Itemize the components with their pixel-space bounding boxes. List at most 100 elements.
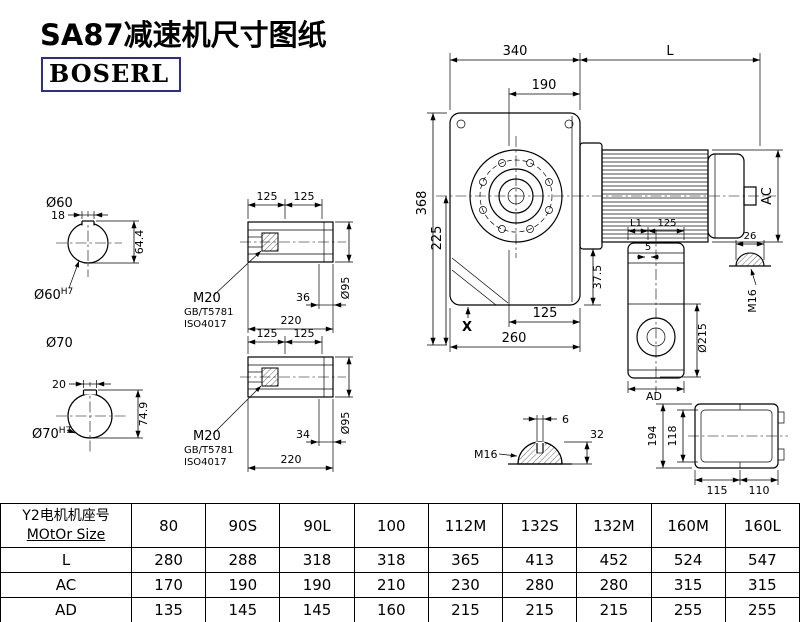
cell-AC-0: 170 (130, 572, 207, 598)
cell-L-4: 365 (427, 547, 504, 573)
dim-225: 225 (430, 226, 445, 251)
dim-125b-bottom: 125 (294, 327, 315, 340)
std1-label-bottom: GB/T5781 (184, 445, 234, 456)
table-row-AC: AC 170 190 190 210 230 280 280 315 315 (0, 572, 800, 598)
row-label-AC: AC (0, 572, 132, 598)
bolt-section-bottom (261, 367, 279, 387)
cell-AD-4: 215 (427, 597, 504, 622)
shaft-body-bottom (247, 356, 334, 398)
col-header-160L: 160L (724, 503, 800, 548)
cell-AC-2: 190 (279, 572, 355, 598)
shaft70-dia-label: Ø70 (46, 336, 73, 351)
table-header-label-en: MOtOr Size (26, 526, 106, 543)
dim-220-bottom: 220 (281, 453, 302, 466)
mark-x-label: X (462, 320, 472, 335)
dim-32: 32 (590, 428, 604, 441)
hollow-shaft-view-bottom: 125 125 M20 GB/T5781 ISO4017 34 220 Ø95 (184, 327, 353, 472)
shaft-end-view-70: 20 74.9 Ø70 Ø70H7 (32, 336, 150, 452)
cell-AD-1: 145 (205, 597, 281, 622)
cell-AC-4: 230 (427, 572, 504, 598)
page-title: SA87减速机尺寸图纸 (40, 18, 327, 52)
col-header-160M: 160M (650, 503, 726, 548)
cell-AC-3: 210 (353, 572, 429, 598)
dim-125a-top: 125 (257, 190, 278, 203)
cell-L-6: 452 (576, 547, 652, 573)
dim-220-top: 220 (281, 314, 302, 327)
dim-L: L (666, 44, 674, 59)
shaft-end-view-60: 18 64.4 Ø60 Ø60H7 (34, 196, 146, 303)
cell-L-7: 524 (650, 547, 726, 573)
brand-logo-text: BOSERL (49, 59, 170, 88)
col-header-90S: 90S (205, 503, 281, 548)
cell-AC-5: 280 (502, 572, 578, 598)
thread-label-bottom: M20 (193, 429, 221, 444)
dim-190: 190 (532, 78, 557, 93)
motor-rear-hub (743, 186, 757, 206)
side-view-bore (636, 317, 676, 357)
std1-label-top: GB/T5781 (184, 307, 234, 318)
thread-label-plug: M16 (474, 448, 498, 461)
table-header-label: Y2电机机座号 MOtOr Size (0, 503, 132, 548)
dim-5: 5 (645, 242, 651, 253)
table-header-label-cn: Y2电机机座号 (22, 507, 110, 524)
flange-outer-circle (469, 149, 563, 243)
cell-L-1: 288 (205, 547, 281, 573)
dim-26: 26 (744, 231, 757, 242)
motor-body (601, 149, 709, 243)
dim-AC: AC (760, 187, 775, 205)
cell-AD-0: 135 (130, 597, 207, 622)
cell-AC-7: 315 (650, 572, 726, 598)
gearbox-side-view: L1 125 5 Ø215 AD 26 M16 (627, 218, 771, 403)
bolt-circle (479, 159, 553, 233)
cell-AC-1: 190 (205, 572, 281, 598)
brand-logo-box: BOSERL (41, 57, 182, 92)
dim-37-5: 37.5 (591, 265, 604, 290)
col-header-132M: 132M (576, 503, 652, 548)
dim-key-height-60: 64.4 (133, 230, 146, 255)
cell-AD-7: 255 (650, 597, 726, 622)
shaft60-dia-label: Ø60 (46, 196, 73, 211)
table-row-L: L 280 288 318 318 365 413 452 524 547 (0, 547, 800, 573)
row-label-AD: AD (0, 597, 132, 622)
col-header-112M: 112M (427, 503, 504, 548)
drawing-canvas: X 340 L 190 368 225 37.5 (32, 44, 788, 497)
cell-AD-6: 215 (576, 597, 652, 622)
dim-AD: AD (646, 390, 662, 403)
cell-L-5: 413 (502, 547, 578, 573)
std2-label-bottom: ISO4017 (184, 457, 227, 468)
dim-260: 260 (502, 331, 527, 346)
std2-label-top: ISO4017 (184, 319, 227, 330)
col-header-132S: 132S (502, 503, 578, 548)
col-header-100: 100 (353, 503, 429, 548)
plug-detail-view: 6 32 M16 (474, 413, 604, 465)
col-header-90L: 90L (279, 503, 355, 548)
housing-top-view: 194 118 115 110 (646, 403, 788, 497)
dim-125-main: 125 (533, 306, 558, 321)
table-header-row: Y2电机机座号 MOtOr Size 80 90S 90L 100 112M 1… (0, 503, 800, 548)
main-view: X 340 L 190 368 225 37.5 (415, 44, 783, 352)
dim-194: 194 (646, 426, 659, 447)
cell-AD-3: 160 (353, 597, 429, 622)
shaft70-bore-label: Ø70H7 (32, 426, 71, 442)
dim-340: 340 (503, 44, 528, 59)
top-view-outline (694, 403, 779, 469)
cell-L-0: 280 (130, 547, 207, 573)
dim-368: 368 (415, 191, 430, 216)
cell-L-2: 318 (279, 547, 355, 573)
dim-key-width-70: 20 (52, 378, 66, 391)
dim-110: 110 (749, 484, 770, 497)
dim-34: 34 (296, 428, 310, 441)
dim-key-width-60: 18 (51, 209, 65, 222)
hollow-shaft-view-top: 125 125 M20 GB/T5781 ISO4017 36 220 Ø95 (184, 190, 353, 333)
dim-115: 115 (707, 484, 728, 497)
table-row-AD: AD 135 145 145 160 215 215 215 255 255 (0, 597, 800, 622)
cell-AD-2: 145 (279, 597, 355, 622)
side-view-body (627, 242, 685, 379)
shaft-body-top (247, 221, 334, 263)
dim-key-height-70: 74.9 (137, 402, 150, 427)
dim-125a-bottom: 125 (257, 327, 278, 340)
cell-L-8: 547 (724, 547, 800, 573)
dim-6: 6 (562, 413, 569, 426)
thread-label-side: M16 (746, 289, 759, 313)
cell-L-3: 318 (353, 547, 429, 573)
